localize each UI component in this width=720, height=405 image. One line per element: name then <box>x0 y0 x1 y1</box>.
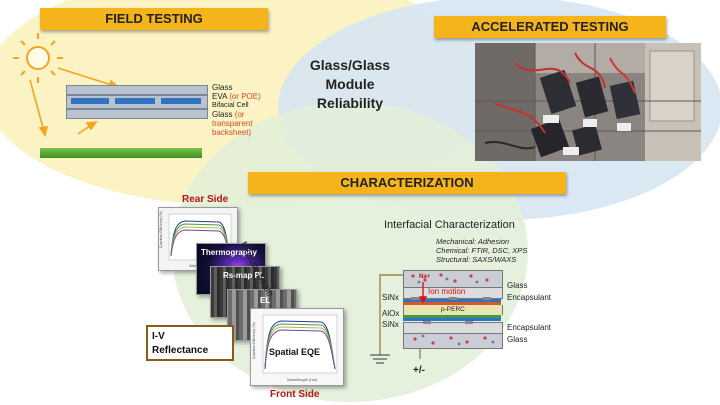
label-glass-bottom-alt-2: transparent <box>212 119 253 128</box>
voltage-label: +/- <box>413 365 425 376</box>
center-title-line-3: Reliability <box>316 95 384 111</box>
card-el-label: EL <box>260 296 271 305</box>
center-title: Glass/Glass Module Reliability <box>290 56 410 113</box>
interface-details <box>411 273 495 346</box>
layer-sinx-bottom <box>403 318 501 321</box>
label-eva: EVA (or POE) <box>212 92 261 101</box>
accelerated-testing-banner: ACCELERATED TESTING <box>434 16 666 38</box>
iv-reflectance-box: I-V Reflectance <box>146 325 234 361</box>
label-glass-bottom: Glass (or <box>212 110 244 119</box>
characterization-banner: CHARACTERIZATION <box>248 172 566 194</box>
layer-glass-bottom <box>403 333 503 349</box>
module-stack <box>66 85 208 123</box>
method-chemical: Chemical: FTIR, DSC, XPS <box>436 246 528 255</box>
label-glass-bottom-text: Glass <box>212 110 233 119</box>
layer-p-perc <box>403 305 503 315</box>
sun-icon <box>13 33 63 83</box>
module-cell-3 <box>161 98 201 104</box>
ground-icon <box>370 354 390 364</box>
label-rear-side: Rear Side <box>182 194 229 205</box>
label-glass-bottom-alt-3: backsheet) <box>212 128 252 137</box>
module-glass-top <box>66 85 208 95</box>
label-bifacial-cell: Bifacial Cell <box>212 102 249 109</box>
layer-sinx-top <box>403 299 501 302</box>
center-title-line-1: Glass/Glass <box>309 57 391 73</box>
card-thermography-label: Thermography <box>201 248 258 257</box>
method-mechanical: Mechanical: Adhesion <box>436 237 510 246</box>
layer-alox <box>403 315 501 318</box>
sun-illustration <box>13 33 120 137</box>
center-title-line-2: Module <box>325 76 375 92</box>
card-spatial-eqe-label: Spatial EQE <box>269 347 321 357</box>
card-rs-map-pl-label: Rs-map PL <box>223 271 265 280</box>
label-if-encapsulant-top: Encapsulant <box>507 293 552 302</box>
p-perc-label: p-PERC <box>441 306 465 313</box>
label-if-alox: AlOx <box>382 309 400 318</box>
card-spatial-eqe: Quantum Efficiency (%) Wavelength (nm) S… <box>250 308 344 386</box>
label-eva-text: EVA <box>212 92 227 101</box>
na-label: Na+ <box>419 274 431 280</box>
module-glass-bottom <box>66 109 208 119</box>
rear-eqe-ylabel: Quantum Efficiency (%) <box>159 211 163 248</box>
field-testing-banner: FIELD TESTING <box>40 8 268 30</box>
iv-label: I-V <box>152 331 165 342</box>
label-if-glass-top: Glass <box>507 281 528 290</box>
label-glass-top: Glass <box>212 83 233 92</box>
ion-motion-arrow-icon <box>418 282 428 304</box>
ground-strip <box>40 148 202 158</box>
label-eva-alt: (or POE) <box>229 92 261 101</box>
label-if-sinx-2: SiNx <box>382 320 399 329</box>
spatial-eqe-chart: Quantum Efficiency (%) Wavelength (nm) <box>252 314 338 382</box>
photo-accelerated-chamber <box>475 43 701 161</box>
label-glass-bottom-alt-1: (or <box>234 110 245 119</box>
module-cell-1 <box>71 98 109 104</box>
spatial-eqe-ylabel: Quantum Efficiency (%) <box>252 322 256 359</box>
module-cell-2 <box>115 98 155 104</box>
label-if-encapsulant-bottom: Encapsulant <box>507 323 552 332</box>
interfacial-methods: Mechanical: Adhesion Chemical: FTIR, DSC… <box>436 237 527 264</box>
method-structural: Structural: SAXS/WAXS <box>436 255 517 264</box>
spatial-eqe-xlabel: Wavelength (nm) <box>287 377 318 382</box>
layer-n-region <box>403 302 501 305</box>
interfacial-title: Interfacial Characterization <box>384 219 515 231</box>
ion-motion-label: Ion motion <box>428 287 466 296</box>
reflectance-label: Reflectance <box>152 345 209 356</box>
label-if-sinx-1: SiNx <box>382 293 399 302</box>
interface-stack: Na+ Ion motion p-PERC <box>403 270 503 349</box>
label-if-glass-bottom: Glass <box>507 335 528 344</box>
label-front-side: Front Side <box>270 389 320 400</box>
